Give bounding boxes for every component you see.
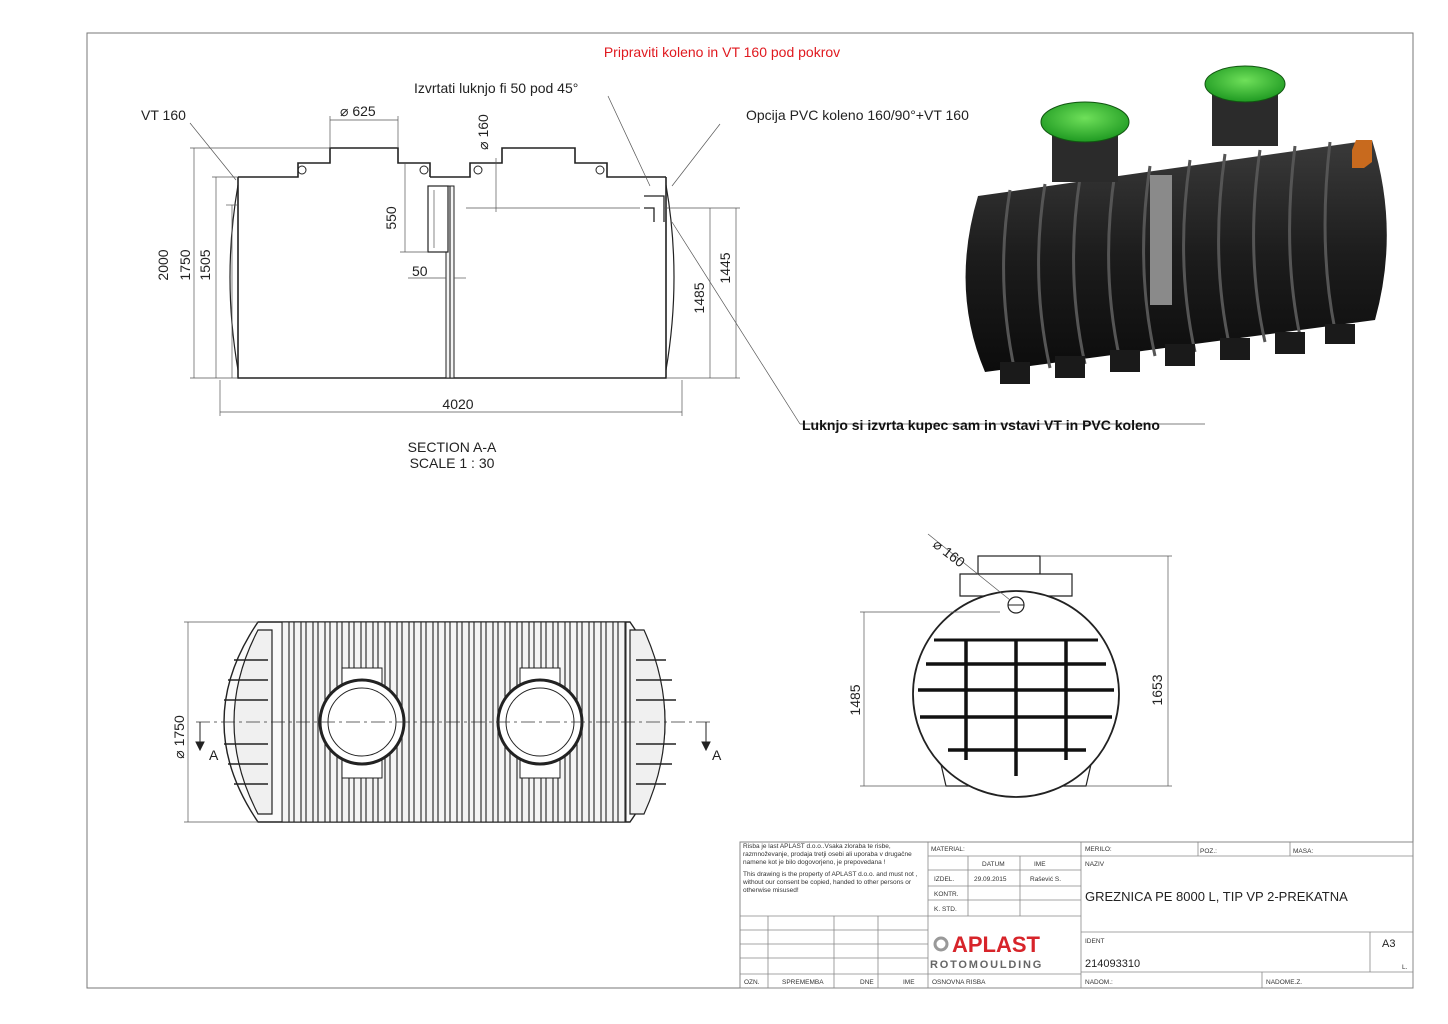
dim-4020: 4020 (442, 396, 473, 412)
sheet-l-label: L. (1402, 964, 1408, 971)
nadom-label: NADOM.: (1085, 979, 1113, 986)
dim-diameter-625: ⌀ 625 (340, 103, 376, 119)
masa-label: MASA: (1293, 848, 1313, 855)
dim-1485: 1485 (691, 282, 707, 313)
end-dim-1485: 1485 (847, 684, 863, 715)
izdel-label: IZDEL. (934, 876, 954, 883)
end-dim-1653: 1653 (1149, 674, 1165, 705)
poz-label: POZ.: (1200, 848, 1217, 855)
merilo-label: MERILO: (1085, 846, 1112, 853)
datum-label: DATUM (982, 861, 1005, 868)
osnovna-label: OSNOVNA RISBA (932, 979, 986, 986)
title-block: Risba je last APLAST d.o.o..Vsaka zlorab… (739, 841, 1414, 989)
notice-english: This drawing is the property of APLAST d… (743, 871, 918, 894)
format-size: A3 (1382, 938, 1395, 950)
svg-text:ROTOMOULDING: ROTOMOULDING (930, 959, 1043, 971)
ident-value: 214093310 (1085, 958, 1140, 970)
section-title: SECTION A-A (408, 439, 497, 455)
kontr-label: KONTR. (934, 891, 959, 898)
izdel-date: 29.09.2015 (974, 876, 1007, 883)
dim-diameter-160: ⌀ 160 (475, 114, 491, 150)
sprememba-label: SPREMEMBA (782, 979, 824, 986)
ozn-label: OZN. (744, 979, 760, 986)
drill-note: Izvrtati luknjo fi 50 pod 45° (414, 80, 578, 96)
aplast-logo: APLAST ROTOMOULDING (930, 932, 1043, 971)
section-view: 2000 1750 1505 ⌀ 625 550 50 ⌀ 160 1485 1… (155, 95, 1205, 471)
notice-slovenian: Risba je last APLAST d.o.o..Vsaka zlorab… (743, 843, 912, 866)
vt-label: VT 160 (141, 107, 186, 123)
dne-label: DNE (860, 979, 874, 986)
nadomez-label: NADOME.Z. (1266, 979, 1302, 986)
section-scale: SCALE 1 : 30 (410, 455, 495, 471)
top-note: Pripraviti koleno in VT 160 pod pokrov (604, 44, 840, 60)
ime2-label: IME (903, 979, 915, 986)
drawing-title: GREZNICA PE 8000 L, TIP VP 2-PREKATNA (1085, 889, 1348, 904)
dim-2000: 2000 (155, 249, 171, 280)
dim-550: 550 (383, 206, 399, 230)
section-marker-right: A (712, 747, 722, 763)
end-view: ⌀ 160 1485 1653 (847, 533, 1172, 798)
svg-text:APLAST: APLAST (952, 932, 1041, 957)
top-view: A A ⌀ 1750 (171, 621, 722, 823)
dim-diameter-1750: ⌀ 1750 (171, 715, 187, 759)
option-note: Opcija PVC koleno 160/90°+VT 160 (746, 107, 969, 123)
end-dim-diameter-160: ⌀ 160 (930, 536, 968, 571)
dim-1750: 1750 (177, 249, 193, 280)
dim-50: 50 (412, 263, 428, 279)
customer-note: Luknjo si izvrta kupec sam in vstavi VT … (802, 417, 1160, 433)
dim-1505: 1505 (197, 249, 213, 280)
ime-label: IME (1034, 861, 1046, 868)
tank-3d-render (965, 65, 1387, 384)
kstd-label: K. STD. (934, 906, 957, 913)
dim-1445: 1445 (717, 252, 733, 283)
izdel-name: Rašević S. (1030, 876, 1061, 883)
ident-label: IDENT (1085, 938, 1105, 945)
naziv-label: NAZIV (1085, 861, 1105, 868)
material-label: MATERIAL: (931, 846, 965, 853)
section-marker-left: A (209, 747, 219, 763)
